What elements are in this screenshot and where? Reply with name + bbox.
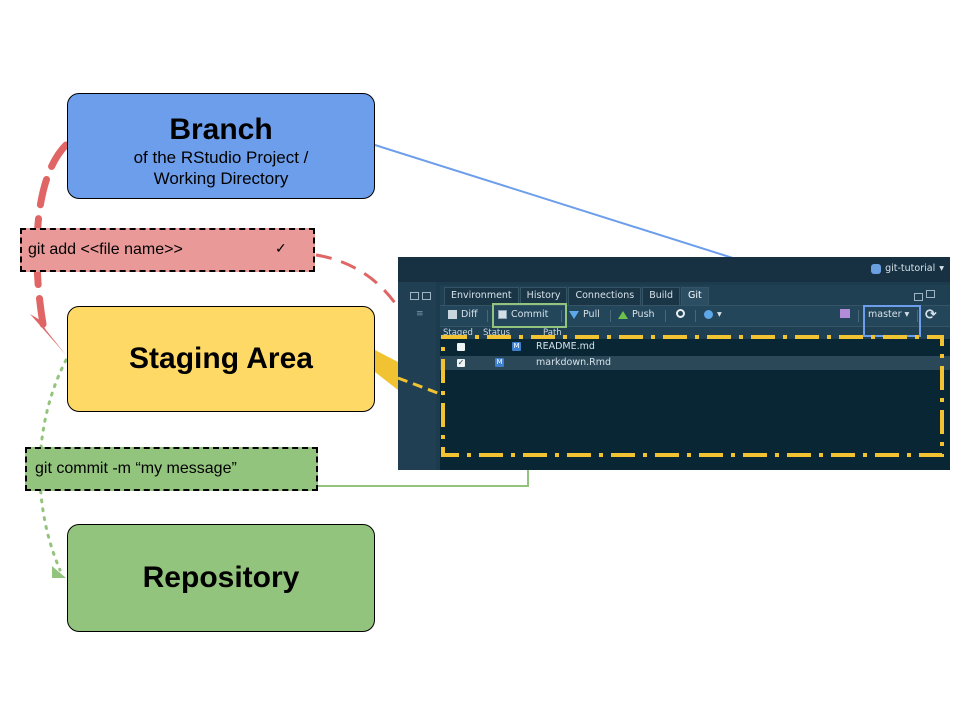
commit-button[interactable]: Commit <box>498 309 548 320</box>
branch-subtitle-line2: Working Directory <box>153 169 289 188</box>
git-toolbar: Diff Commit Pull Push <box>440 305 950 327</box>
git-pane: Environment History Connections Build Gi… <box>440 285 950 470</box>
git-commit-label: git commit -m “my message” <box>25 447 318 491</box>
diff-label: Diff <box>461 309 478 320</box>
column-staged[interactable]: Staged <box>443 328 473 338</box>
branch-icon <box>840 309 850 318</box>
rstudio-top-bar: git-tutorial ▾ <box>398 257 950 282</box>
file-list-header: Staged Status Path <box>440 327 950 339</box>
diff-button[interactable]: Diff <box>448 309 478 320</box>
git-commit-arrowhead <box>52 566 66 578</box>
r-project-icon <box>871 263 882 274</box>
branch-box: Branch of the RStudio Project / Working … <box>67 93 375 199</box>
push-button[interactable]: Push <box>618 309 655 320</box>
column-status[interactable]: Status <box>483 328 511 338</box>
history-button[interactable] <box>676 309 685 318</box>
clock-icon <box>676 309 685 318</box>
maximize-icon[interactable] <box>422 292 431 300</box>
toolbar-separator <box>487 310 488 322</box>
push-label: Push <box>632 309 655 320</box>
tab-git[interactable]: Git <box>681 287 709 306</box>
branch-subtitle-line1: of the RStudio Project / <box>133 148 309 167</box>
rstudio-git-pane-screenshot: git-tutorial ▾ ≡ Environment History Con… <box>398 257 950 470</box>
pane-minimize-icon[interactable] <box>914 293 923 301</box>
pull-arrow-icon <box>569 310 579 319</box>
more-button[interactable]: ▾ <box>704 309 722 320</box>
toolbar-separator <box>610 310 611 322</box>
commit-icon <box>498 310 507 319</box>
branch-title: Branch <box>169 113 273 146</box>
staging-callout-wedge <box>375 350 398 390</box>
git-commit-text: git commit -m “my message” <box>35 460 237 477</box>
file-row[interactable]: ✓ M markdown.Rmd <box>440 356 950 370</box>
repository-box: Repository <box>67 524 375 632</box>
file-list: M README.md ✓ M markdown.Rmd <box>440 339 950 470</box>
tab-history[interactable]: History <box>519 287 568 306</box>
toolbar-separator <box>858 310 859 322</box>
tab-connections[interactable]: Connections <box>568 287 642 306</box>
pane-maximize-icon[interactable] <box>926 290 935 298</box>
toolbar-separator <box>917 310 918 322</box>
file-name: README.md <box>536 341 595 352</box>
repository-title: Repository <box>142 561 300 594</box>
toolbar-separator <box>561 310 562 322</box>
new-branch-button[interactable] <box>840 309 850 318</box>
column-path[interactable]: Path <box>543 328 562 338</box>
staged-checkbox[interactable] <box>457 343 465 351</box>
minimize-icon[interactable] <box>410 292 419 300</box>
tab-build[interactable]: Build <box>642 287 681 306</box>
file-row[interactable]: M README.md <box>440 340 950 354</box>
modified-status-icon: M <box>495 358 504 367</box>
pull-button[interactable]: Pull <box>569 309 600 320</box>
diff-icon <box>448 310 457 319</box>
pull-label: Pull <box>583 309 600 320</box>
file-name: markdown.Rmd <box>536 357 612 368</box>
chevron-down-icon: ▾ <box>939 263 944 274</box>
chevron-down-icon: ▾ <box>717 309 722 320</box>
git-add-text: git add <<file name>> <box>28 241 183 258</box>
pane-tabs: Environment History Connections Build Gi… <box>444 287 710 306</box>
tab-environment[interactable]: Environment <box>444 287 519 306</box>
branch-name: master ▾ <box>868 309 910 320</box>
menu-lines-icon[interactable]: ≡ <box>416 309 424 319</box>
refresh-icon: ⟳ <box>925 307 937 323</box>
project-name: git-tutorial <box>885 263 936 274</box>
toolbar-separator <box>665 310 666 322</box>
staged-checkbox[interactable]: ✓ <box>457 358 465 367</box>
left-pane: ≡ <box>398 282 436 470</box>
git-add-label: git add <<file name>> ✓ <box>20 228 315 272</box>
toolbar-separator <box>695 310 696 322</box>
staging-area-box: Staging Area <box>67 306 375 412</box>
modified-status-icon: M <box>512 342 521 351</box>
check-icon: ✓ <box>275 240 287 256</box>
branch-dropdown[interactable]: master ▾ <box>868 309 909 320</box>
push-arrow-icon <box>618 310 628 319</box>
git-add-arrowhead <box>30 314 66 355</box>
gear-icon <box>704 310 713 319</box>
staging-area-title: Staging Area <box>129 342 313 375</box>
refresh-button[interactable]: ⟳ <box>925 307 937 323</box>
commit-label: Commit <box>511 309 549 320</box>
project-menu[interactable]: git-tutorial ▾ <box>871 263 944 274</box>
